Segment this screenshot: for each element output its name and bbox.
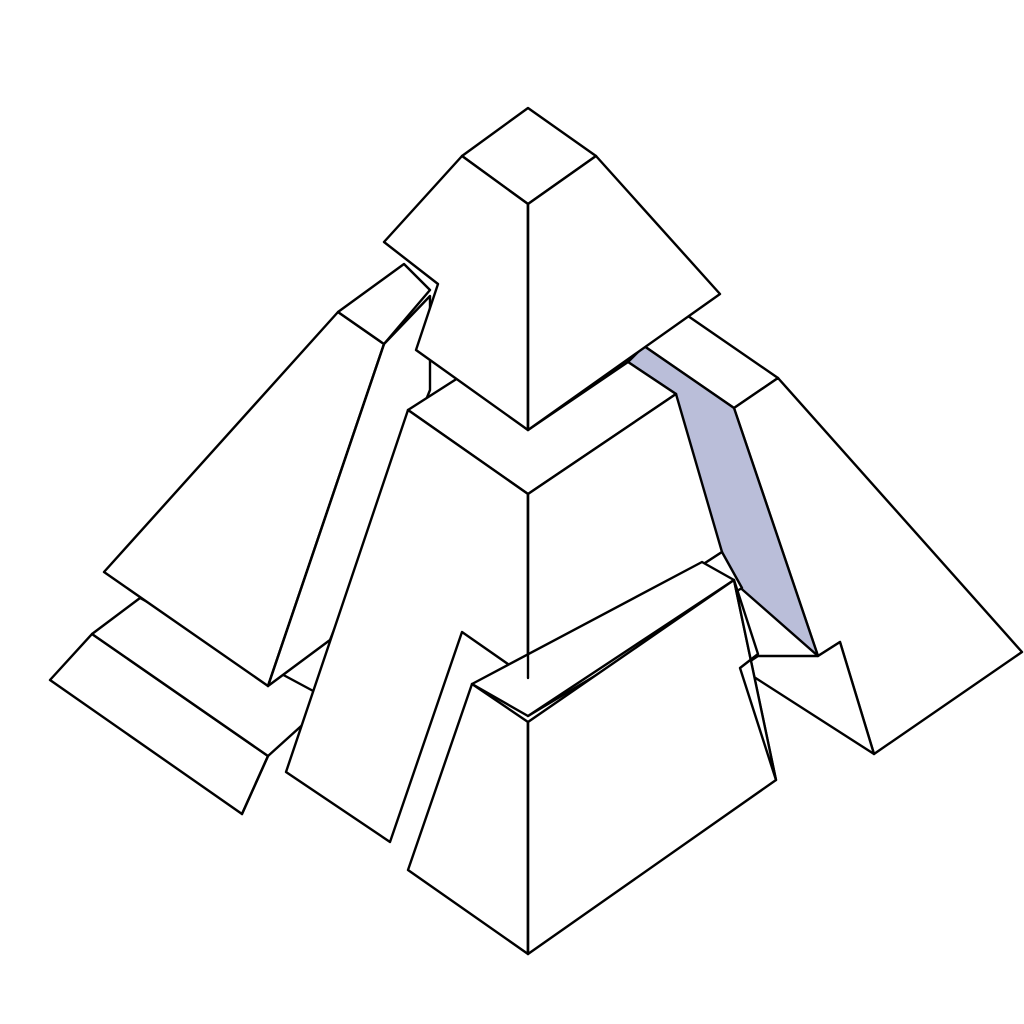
left-wing-top (336, 262, 432, 346)
crease-left-wing-inner (266, 342, 386, 688)
top-block (382, 106, 722, 432)
crease-edges (240, 202, 530, 956)
front-block (406, 560, 778, 956)
crease-left-base (240, 754, 270, 816)
front-block-notch (732, 578, 778, 782)
right-wing-lower (738, 640, 876, 756)
right-wing (626, 314, 1024, 756)
left-wing (48, 262, 432, 816)
